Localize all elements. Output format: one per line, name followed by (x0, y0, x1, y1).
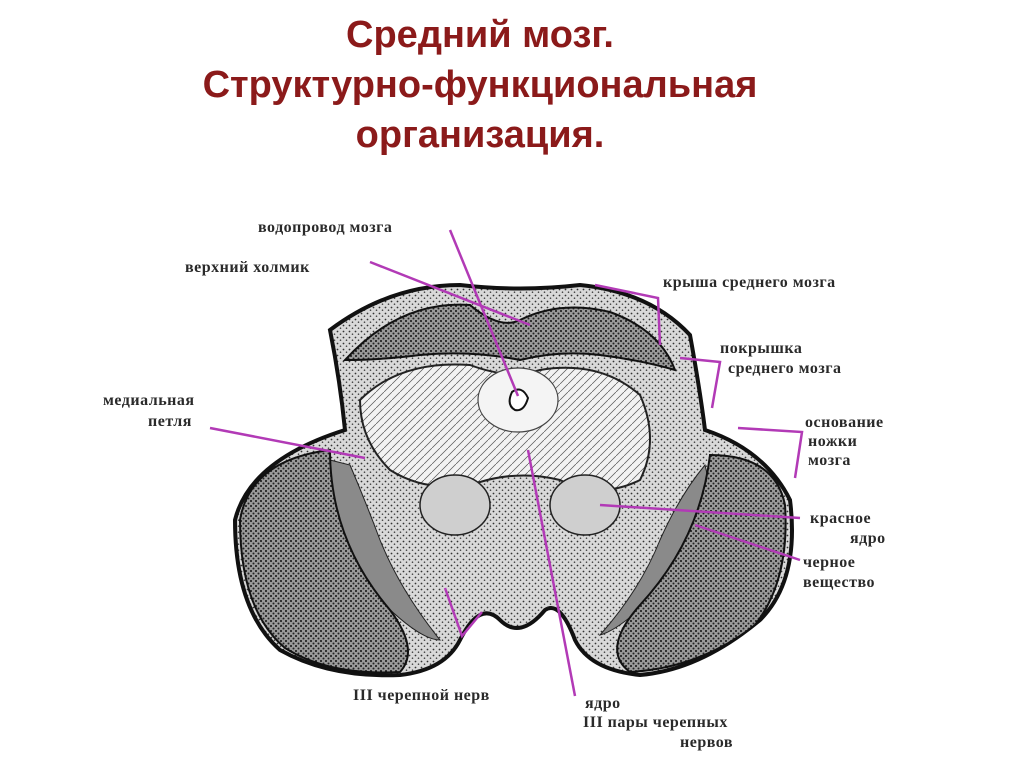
label-peduncle-base-3: мозга (808, 452, 851, 469)
label-nucleus-iii-2: III пары черепных (583, 714, 728, 731)
pointer-lines (209, 229, 804, 697)
title-line-3: организация. (355, 114, 605, 156)
label-nucleus-iii-1: ядро (585, 695, 621, 712)
pointer-superior-colliculus (369, 260, 531, 327)
label-peduncle-base-2: ножки (808, 433, 857, 450)
tectum-region (342, 303, 677, 372)
pointer-nucleus-iii (526, 449, 577, 697)
label-peduncle-base-1: основание (805, 414, 884, 431)
label-nucleus-iii-3: нервов (680, 734, 733, 751)
title-line-2: Структурно-функциональная (202, 64, 758, 106)
pointer-substantia-nigra (694, 523, 801, 562)
pointer-red-nucleus (599, 503, 801, 520)
label-tegmentum-2: среднего мозга (728, 360, 842, 377)
pointer-tegmentum (679, 356, 722, 409)
label-red-nucleus-2: ядро (850, 530, 886, 547)
label-tegmentum-1: покрышка (720, 340, 802, 357)
cerebral-peduncle-left (238, 448, 409, 674)
title-line-1: Средний мозг. (346, 14, 614, 56)
pointer-medial-lemniscus (209, 426, 366, 460)
cerebral-peduncle-right (616, 453, 787, 674)
label-aqueduct: водопровод мозга (258, 219, 392, 236)
label-substantia-nigra-1: черное (803, 554, 855, 571)
pointer-peduncle-base (737, 426, 804, 479)
slide-title: Средний мозг. Структурно-функциональная … (0, 10, 960, 160)
label-substantia-nigra-2: вещество (803, 574, 875, 591)
pointer-cranial-nerve-iii (443, 587, 483, 639)
label-red-nucleus-1: красное (810, 510, 871, 527)
pointer-aqueduct (448, 229, 520, 397)
pointer-tectum (594, 283, 662, 346)
red-nucleus-left (419, 474, 491, 536)
label-medial-lemniscus-2: петля (148, 413, 192, 430)
label-superior-colliculus: верхний холмик (185, 259, 310, 276)
red-nucleus-right (549, 474, 621, 536)
label-cranial-nerve-iii: III черепной нерв (353, 687, 490, 704)
label-tectum: крыша среднего мозга (663, 274, 836, 291)
label-medial-lemniscus-1: медиальная (103, 392, 195, 409)
